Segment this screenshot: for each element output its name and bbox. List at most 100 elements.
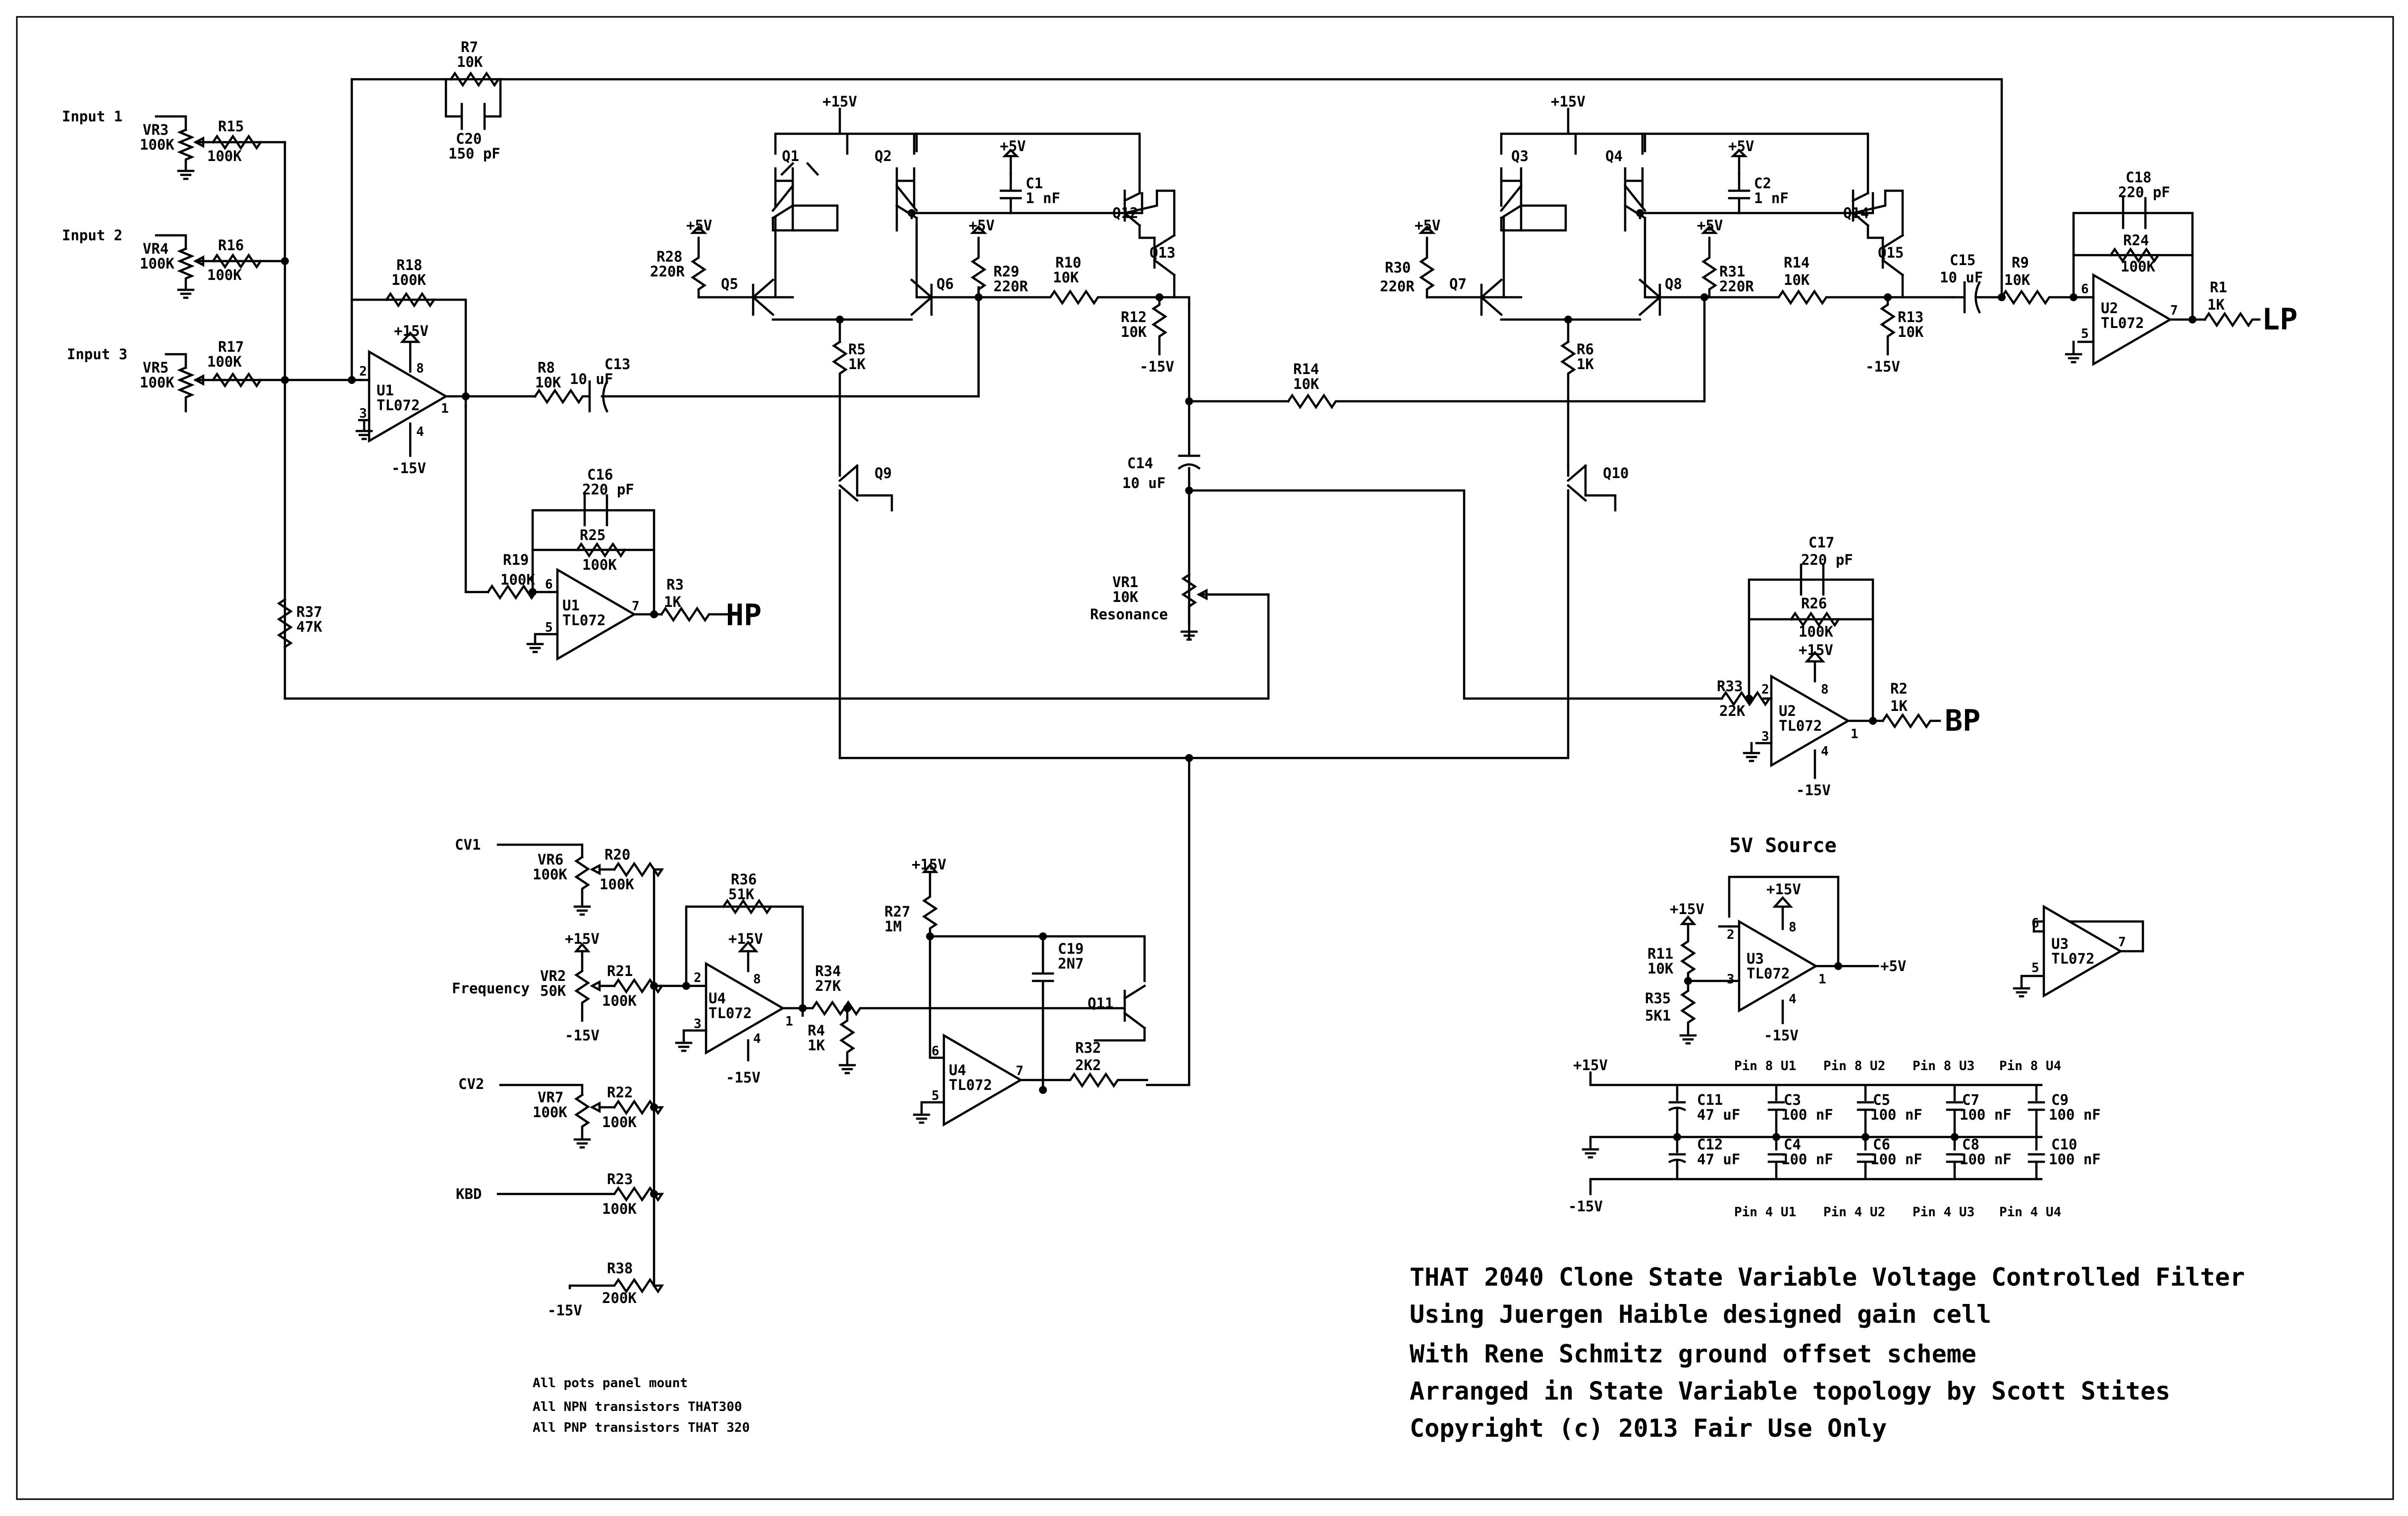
q13-ref: Q13 (1149, 244, 1175, 261)
decoupling-m15: -15V (1568, 1198, 1603, 1215)
c5-ref: C5 (1873, 1091, 1890, 1108)
u4a-pin8: 8 (753, 972, 761, 987)
r27-ref: R27 (884, 903, 910, 920)
u2a-pin7: 7 (2170, 303, 2178, 318)
c14-val: 10 uF (1122, 475, 1165, 491)
u2a-part: TL072 (2101, 315, 2144, 331)
input-1-label: Input 1 (62, 108, 122, 125)
pin4-u3: Pin 4 U3 (1913, 1205, 1974, 1220)
vr2-ref: VR2 (540, 968, 566, 984)
r8-val: 10K (535, 374, 561, 391)
hp-output-stage: R19 100K C16 220 pF R25 100K U1 TL072 6 … (464, 405, 762, 661)
q14-ref: Q14 (1843, 205, 1869, 221)
c11-ref: C11 (1697, 1091, 1723, 1108)
u3b-part: TL072 (2051, 950, 2094, 967)
r4-val: 1K (808, 1037, 825, 1054)
r29-val: 220R (993, 278, 1028, 295)
hp-output-label: HP (726, 598, 762, 633)
r35-val: 5K1 (1645, 1007, 1671, 1024)
r30-val: 220R (1380, 278, 1415, 295)
r2-ref: R2 (1890, 680, 1908, 697)
u1a-name: U1 (377, 382, 394, 399)
u1-input-stage: R18 100K R7 10K C20 150 pF U1 TL072 2 3 … (348, 39, 2003, 477)
u3b-pin5: 5 (2031, 961, 2039, 975)
r36-ref: R36 (731, 871, 757, 888)
r3-ref: R3 (666, 576, 684, 593)
u3b-pin7: 7 (2118, 935, 2126, 950)
r30-ref: R30 (1385, 259, 1411, 276)
r13-rail: -15V (1865, 358, 1900, 375)
vr2-frequency-pot[interactable] (574, 942, 616, 1022)
five-volt-source: 5V Source U3 TL072 2 3 8 4 1 +15V -15V +… (1645, 834, 2144, 1045)
u1a-pin2: 2 (359, 364, 367, 379)
r7-ref: R7 (461, 39, 478, 55)
r21-val: 100K (602, 992, 637, 1009)
u4b-name: U4 (949, 1062, 966, 1079)
u4b-pin5: 5 (931, 1088, 939, 1103)
vr1-ref: VR1 (1112, 574, 1138, 591)
vr1-resonance-pot[interactable] (1180, 573, 1270, 641)
vr5-pot[interactable] (177, 366, 286, 413)
c6-ref: C6 (1873, 1136, 1890, 1153)
r28-val: 220R (650, 263, 685, 280)
frequency-label: Frequency (452, 980, 530, 997)
r19-ref: R19 (503, 551, 529, 568)
r31-rail: +5V (1697, 217, 1723, 234)
c9-val: 100 nF (2049, 1106, 2101, 1123)
vr6-pot[interactable] (573, 855, 616, 916)
u1a-pin4: 4 (416, 425, 424, 439)
vr4-pot[interactable] (177, 247, 286, 299)
c7-ref: C7 (1962, 1091, 1979, 1108)
r37-ref: R37 (296, 603, 322, 620)
u4b-pin7: 7 (1016, 1064, 1024, 1079)
decoupling-p15: +15V (1573, 1057, 1608, 1074)
r16-ref: R16 (218, 237, 244, 254)
note-line: All PNP transistors THAT 320 (533, 1420, 750, 1435)
u2b-pin1: 1 (1851, 727, 1859, 742)
c16-val: 220 pF (582, 481, 634, 498)
r22-ref: R22 (607, 1084, 633, 1101)
u1b-pin7: 7 (632, 599, 640, 614)
r29-rail: +5V (969, 217, 994, 234)
vr7-val: 100K (533, 1104, 567, 1121)
c18-ref: C18 (2126, 169, 2151, 186)
r12-rail: -15V (1140, 358, 1174, 375)
r36-val: 51K (728, 886, 755, 903)
r34-val: 27K (815, 977, 841, 994)
five-volt-source-title: 5V Source (1729, 834, 1837, 857)
vr6-ref: VR6 (538, 851, 563, 868)
r12-ref: R12 (1121, 309, 1147, 325)
u4a-pin3: 3 (694, 1017, 702, 1031)
vr1-val: 10K (1112, 589, 1139, 605)
q9-ref: Q9 (875, 465, 892, 482)
c5-val: 100 nF (1870, 1106, 1922, 1123)
center-coupling: R14 10K C14 10 uF VR1 10K Resonance (1090, 296, 1723, 700)
q7-ref: Q7 (1449, 275, 1467, 292)
title-line: Using Juergen Haible designed gain cell (1410, 1300, 1991, 1329)
vr5-val: 100K (140, 374, 174, 391)
r9-val: 10K (2004, 271, 2030, 288)
r25-ref: R25 (580, 527, 605, 543)
u2b-pin8: 8 (1821, 682, 1829, 697)
title-line: THAT 2040 Clone State Variable Voltage C… (1410, 1263, 2245, 1292)
right-gain-cell: +15V Q3 Q4 Q7 Q8 R6 1K R30 220R +5V R31 … (838, 93, 1954, 759)
r31-val: 220R (1719, 278, 1754, 295)
r6-val: 1K (1577, 356, 1594, 373)
q4-ref: Q4 (1605, 148, 1623, 164)
u3a-pin1: 1 (1818, 972, 1826, 987)
q5-ref: Q5 (721, 275, 738, 292)
u2a-pin6: 6 (2081, 282, 2089, 297)
vr5-ref: VR5 (143, 359, 168, 376)
left-gain-cell: +15V Q1 Q2 Q5 Q6 R5 1K R28 220R +5V R29 … (650, 93, 1191, 759)
u1a-part: TL072 (377, 397, 420, 414)
c9-ref: C9 (2051, 1091, 2069, 1108)
r18-val: 100K (391, 271, 426, 288)
pin8-u4: Pin 8 U4 (1999, 1059, 2061, 1074)
r11-rail: +15V (1670, 901, 1704, 918)
vr7-pot[interactable] (573, 1093, 616, 1149)
cv2-label: CV2 (458, 1076, 484, 1092)
r33-val: 22K (1719, 703, 1746, 719)
input-2-label: Input 2 (62, 227, 122, 244)
u3b-pin6: 6 (2031, 916, 2039, 931)
